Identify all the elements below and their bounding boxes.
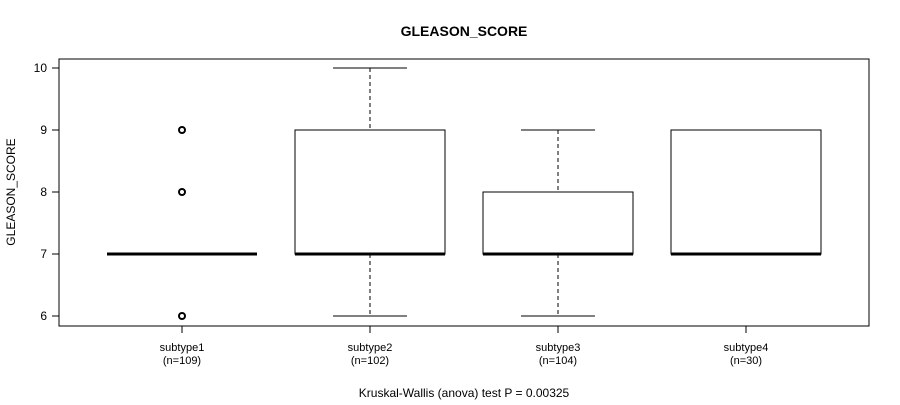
- x-tick-label: subtype4: [724, 342, 769, 354]
- iqr-box: [482, 191, 634, 255]
- x-count-label: (n=30): [730, 355, 762, 367]
- x-axis: subtype1(n=109)subtype2(n=102)subtype3(n…: [160, 325, 769, 367]
- outlier-point: [178, 126, 186, 134]
- boxes: [107, 67, 822, 320]
- box-subtype2: [294, 67, 446, 317]
- x-tick-label: subtype3: [536, 342, 581, 354]
- y-tick-label: 8: [40, 185, 47, 199]
- x-count-label: (n=104): [539, 355, 577, 367]
- x-count-label: (n=109): [163, 355, 201, 367]
- x-tick-label: subtype2: [348, 342, 393, 354]
- y-axis-label: GLEASON_SCORE: [4, 138, 18, 245]
- y-tick-label: 10: [34, 61, 48, 75]
- iqr-box: [670, 129, 822, 255]
- y-tick-label: 6: [40, 309, 47, 323]
- box-subtype1: [107, 126, 257, 320]
- y-axis: 6 7 8 9 10: [34, 61, 60, 323]
- chart-title: GLEASON_SCORE: [401, 23, 528, 39]
- outlier-point: [178, 312, 186, 320]
- box-subtype3: [482, 129, 634, 317]
- iqr-box: [294, 129, 446, 255]
- x-axis-label: Kruskal-Wallis (anova) test P = 0.00325: [359, 386, 570, 400]
- x-count-label: (n=102): [351, 355, 389, 367]
- box-subtype4: [670, 129, 822, 256]
- y-tick-label: 9: [40, 123, 47, 137]
- outlier-point: [178, 188, 186, 196]
- y-tick-label: 7: [40, 247, 47, 261]
- x-tick-label: subtype1: [160, 342, 205, 354]
